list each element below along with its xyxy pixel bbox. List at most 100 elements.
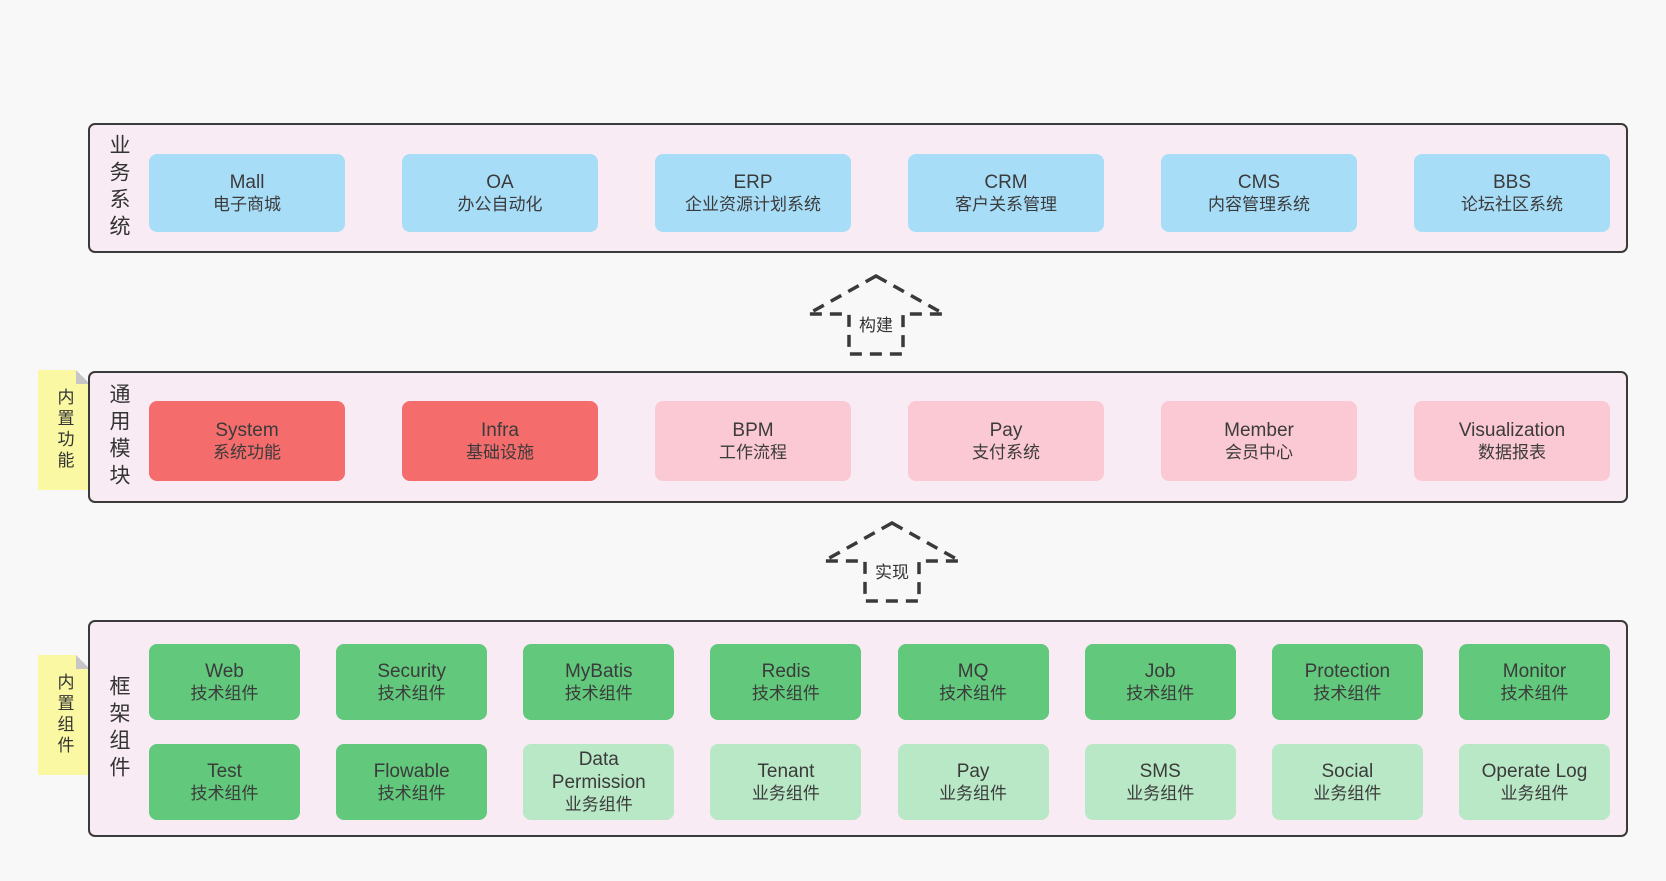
box-subtitle: 技术组件 — [190, 683, 259, 703]
box-subtitle: 会员中心 — [1225, 442, 1293, 462]
box-title: Redis — [761, 660, 811, 682]
arrow-build: 构建 — [805, 272, 947, 358]
box-job: Job 技术组件 — [1084, 644, 1236, 720]
box-monitor: Monitor 技术组件 — [1458, 644, 1610, 720]
box-title: Tenant — [757, 760, 815, 782]
box-bpm: BPM 工作流程 — [655, 401, 851, 481]
arrow-implement-label: 实现 — [872, 557, 912, 584]
panel-label-common-modules: 通用模块 — [107, 383, 130, 491]
box-subtitle: 技术组件 — [751, 683, 820, 703]
box-title: BPM — [732, 419, 774, 441]
modules-box-row: System 系统功能 Infra 基础设施 BPM 工作流程 Pay 支付系统… — [149, 401, 1610, 481]
business-box-row: Mall 电子商城 OA 办公自动化 ERP 企业资源计划系统 CRM 客户关系… — [149, 154, 1610, 232]
box-system: System 系统功能 — [149, 401, 345, 481]
box-title: Pay — [989, 419, 1023, 441]
box-sms: SMS 业务组件 — [1084, 744, 1236, 820]
box-subtitle: 业务组件 — [1126, 783, 1195, 803]
box-flowable: Flowable 技术组件 — [336, 744, 488, 820]
box-subtitle: 业务组件 — [751, 783, 820, 803]
box-title: Web — [205, 660, 244, 682]
box-subtitle: 基础设施 — [466, 442, 534, 462]
box-subtitle: 技术组件 — [377, 683, 446, 703]
box-data-permission: Data Permission 业务组件 — [523, 744, 675, 820]
box-subtitle: 企业资源计划系统 — [685, 194, 821, 214]
box-title: MyBatis — [564, 660, 633, 682]
sticky-note-built-in-features: 内置功能 — [38, 370, 90, 490]
box-title: Pay — [956, 760, 990, 782]
box-title: MQ — [957, 660, 989, 682]
box-web: Web 技术组件 — [149, 644, 300, 720]
box-subtitle: 技术组件 — [939, 683, 1008, 703]
box-mall: Mall 电子商城 — [149, 154, 345, 232]
box-oa: OA 办公自动化 — [402, 154, 598, 232]
box-mybatis: MyBatis 技术组件 — [523, 644, 675, 720]
box-title: System — [215, 419, 279, 441]
panel-label-business-systems: 业务系统 — [107, 134, 130, 242]
dashed-up-arrow-icon — [805, 273, 947, 356]
box-security: Security 技术组件 — [336, 644, 488, 720]
box-subtitle: 业务组件 — [564, 795, 633, 814]
panel-business-systems: 业务系统 Mall 电子商城 OA 办公自动化 ERP 企业资源计划系统 CRM… — [88, 123, 1628, 253]
box-subtitle: 系统功能 — [213, 442, 281, 462]
box-crm: CRM 客户关系管理 — [908, 154, 1104, 232]
box-title: Flowable — [373, 760, 450, 782]
arrow-build-label: 构建 — [856, 310, 896, 337]
box-title: Infra — [480, 419, 520, 441]
box-social: Social 业务组件 — [1271, 744, 1423, 820]
box-subtitle: 业务组件 — [939, 783, 1008, 803]
box-protection: Protection 技术组件 — [1271, 644, 1423, 720]
box-subtitle: 技术组件 — [564, 683, 633, 703]
box-infra: Infra 基础设施 — [402, 401, 598, 481]
framework-row-2: Test 技术组件 Flowable 技术组件 Data Permission … — [149, 744, 1610, 820]
box-mq: MQ 技术组件 — [897, 644, 1049, 720]
box-subtitle: 技术组件 — [190, 783, 259, 803]
box-cms: CMS 内容管理系统 — [1161, 154, 1357, 232]
sticky-note-built-in-components: 内置组件 — [38, 655, 90, 775]
box-subtitle: 工作流程 — [719, 442, 787, 462]
sticky-note-label: 内置组件 — [54, 673, 74, 757]
box-subtitle: 支付系统 — [972, 442, 1040, 462]
panel-common-modules: 通用模块 System 系统功能 Infra 基础设施 BPM 工作流程 Pay… — [88, 371, 1628, 503]
box-pay: Pay 支付系统 — [908, 401, 1104, 481]
box-subtitle: 技术组件 — [1313, 683, 1382, 703]
box-title: Operate Log — [1481, 760, 1588, 782]
box-title: Protection — [1304, 660, 1391, 682]
box-title: Member — [1224, 419, 1294, 441]
box-subtitle: 办公自动化 — [457, 194, 543, 214]
box-subtitle: 业务组件 — [1313, 783, 1382, 803]
box-visualization: Visualization 数据报表 — [1414, 401, 1610, 481]
box-subtitle: 技术组件 — [377, 783, 446, 803]
box-subtitle: 电子商城 — [213, 194, 281, 214]
box-title: Job — [1144, 660, 1176, 682]
box-title: ERP — [733, 171, 773, 193]
box-redis: Redis 技术组件 — [710, 644, 862, 720]
box-title: OA — [486, 171, 514, 193]
panel-framework-components: 框架组件 Web 技术组件 Security 技术组件 MyBatis 技术组件… — [88, 620, 1628, 837]
box-pay-biz: Pay 业务组件 — [897, 744, 1049, 820]
box-tenant: Tenant 业务组件 — [710, 744, 862, 820]
box-subtitle: 内容管理系统 — [1208, 194, 1310, 214]
box-title: SMS — [1139, 760, 1181, 782]
sticky-note-label: 内置功能 — [54, 388, 74, 472]
dashed-up-arrow-icon — [821, 520, 963, 603]
box-bbs: BBS 论坛社区系统 — [1414, 154, 1610, 232]
box-title: Test — [207, 760, 242, 782]
panel-label-framework-components: 框架组件 — [107, 674, 130, 783]
box-subtitle: 论坛社区系统 — [1461, 194, 1563, 214]
box-member: Member 会员中心 — [1161, 401, 1357, 481]
box-title: Data Permission — [551, 749, 646, 793]
box-subtitle: 技术组件 — [1126, 683, 1195, 703]
box-subtitle: 技术组件 — [1500, 683, 1569, 703]
box-subtitle: 业务组件 — [1500, 783, 1569, 803]
box-subtitle: 数据报表 — [1478, 442, 1546, 462]
box-operate-log: Operate Log 业务组件 — [1458, 744, 1610, 820]
box-title: CRM — [984, 171, 1028, 193]
box-title: Monitor — [1502, 660, 1567, 682]
box-title: BBS — [1492, 171, 1532, 193]
arrow-implement: 实现 — [821, 519, 963, 605]
box-erp: ERP 企业资源计划系统 — [655, 154, 851, 232]
box-title: Mall — [229, 171, 265, 193]
box-subtitle: 客户关系管理 — [955, 194, 1057, 214]
box-test: Test 技术组件 — [149, 744, 300, 820]
